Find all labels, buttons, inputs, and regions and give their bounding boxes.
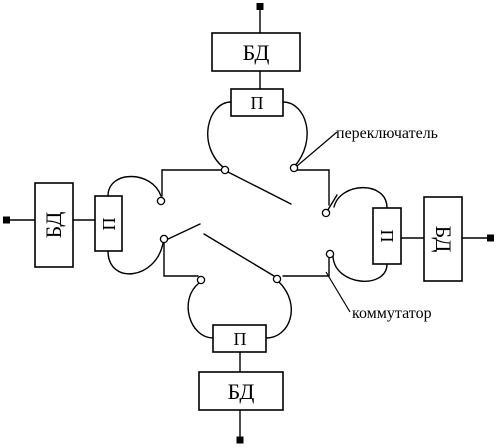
switch-blade-top <box>225 170 292 205</box>
contact-right-upper <box>321 208 331 218</box>
right-top-loop-wire <box>333 187 388 209</box>
top-terminal <box>256 3 264 10</box>
annotations: переключатель коммутатор <box>296 125 438 322</box>
bottom-data-block-label: БД <box>228 379 255 404</box>
right-branch: П БД <box>332 187 494 282</box>
switch-leader-line <box>296 131 338 167</box>
contact-right-lower <box>325 249 335 259</box>
contact-top-left <box>220 165 230 175</box>
right-data-block-label: БД <box>431 226 456 253</box>
top-right-loop-wire <box>282 101 308 168</box>
switch-annotation: переключатель <box>336 125 438 142</box>
left-data-block <box>34 182 74 268</box>
contact-left-lower <box>159 234 169 244</box>
contact-top-right <box>289 163 299 173</box>
bottom-interface-unit-label: П <box>234 329 247 349</box>
left-data-block-label: БД <box>41 212 66 239</box>
commutator-annotation: коммутатор <box>352 305 432 322</box>
left-terminal <box>3 216 10 224</box>
top-data-block <box>211 32 301 72</box>
bottom-branch: П БД <box>187 281 292 444</box>
bottom-right-loop-wire <box>265 281 292 339</box>
left-top-loop-wire <box>107 175 162 197</box>
left-interface-unit-label: П <box>99 218 119 231</box>
commutator-leader-line <box>325 271 351 313</box>
bottom-interface-unit <box>212 324 267 353</box>
switching-network <box>156 163 338 285</box>
switch-blade-left <box>165 223 201 241</box>
contact-left-upper <box>156 196 166 206</box>
top-interface-unit-label: П <box>251 93 264 113</box>
bottom-data-block <box>198 371 284 411</box>
right-terminal <box>487 234 494 242</box>
right-interface-unit-label: П <box>377 230 397 243</box>
contact-bottom-right <box>272 274 282 284</box>
bottom-left-loop-wire <box>187 282 214 339</box>
right-bottom-loop-wire <box>332 255 388 282</box>
switch-blade-bottom <box>203 233 275 277</box>
left-branch: БД П <box>3 175 164 275</box>
top-branch: БД П <box>207 3 308 169</box>
top-left-loop-wire <box>207 101 232 169</box>
left-bottom-loop-wire <box>107 242 164 275</box>
contact-bottom-left <box>196 275 206 285</box>
top-data-block-label: БД <box>243 40 270 65</box>
right-data-block <box>423 196 463 282</box>
bottom-terminal <box>236 436 244 444</box>
